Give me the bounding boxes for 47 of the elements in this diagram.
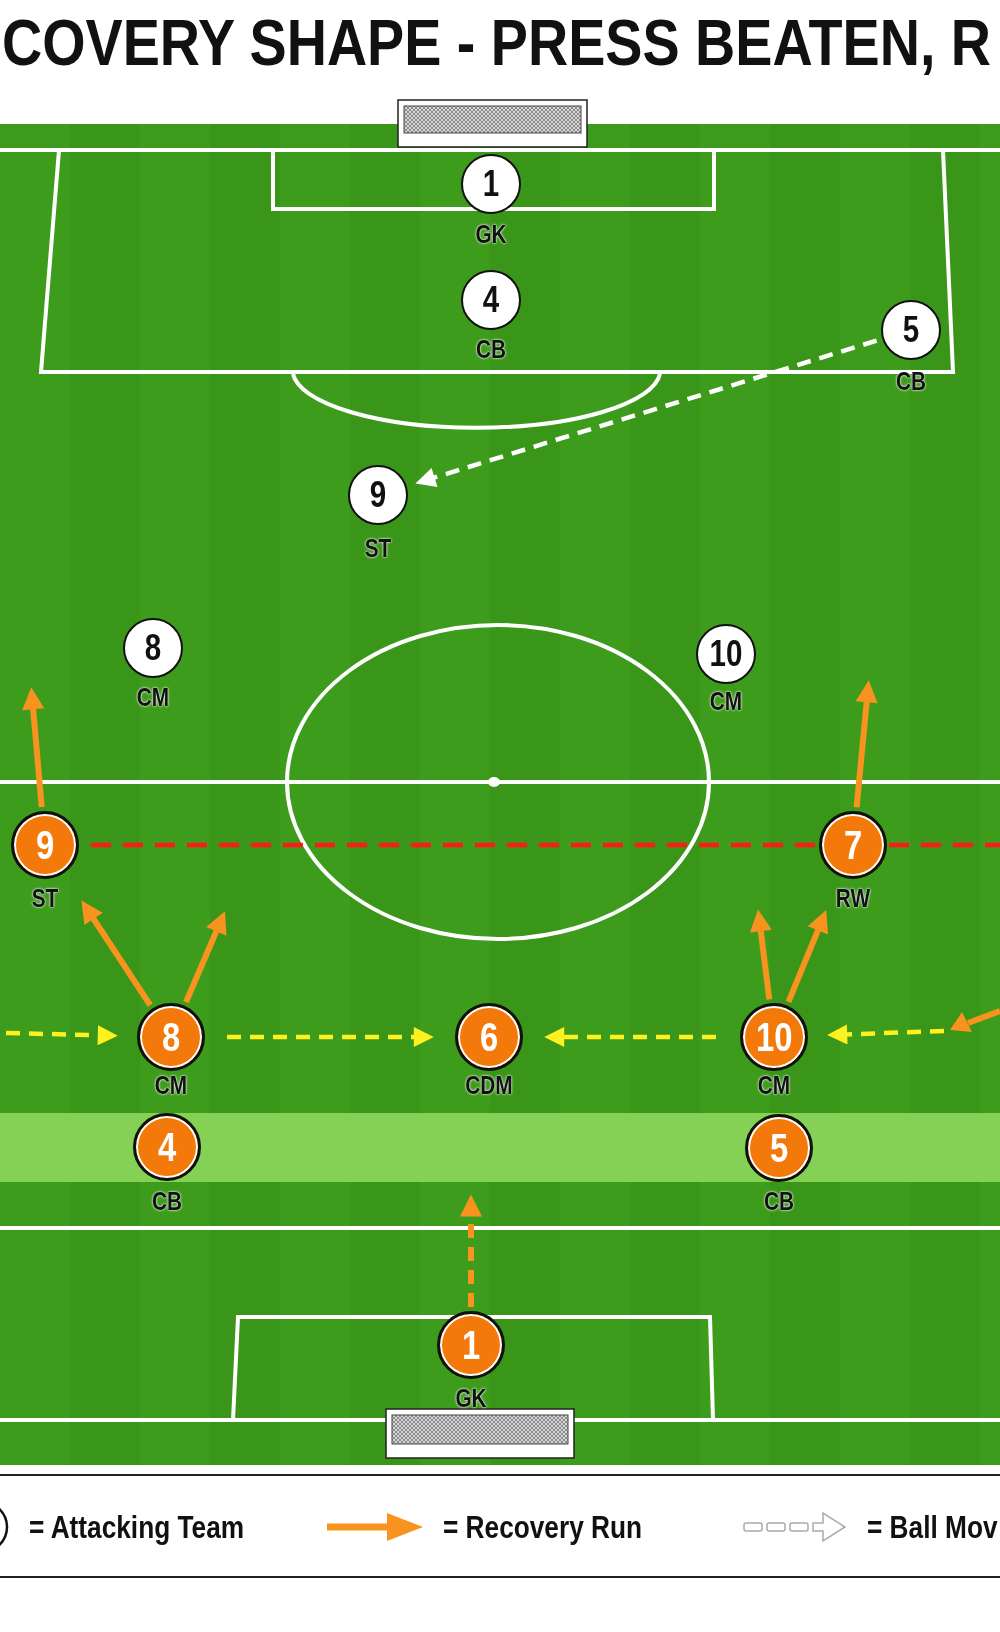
player-number: 5 xyxy=(769,1128,789,1168)
arrow xyxy=(749,909,773,1000)
dashed-line xyxy=(889,842,1000,848)
player-number: 9 xyxy=(369,477,387,513)
position-label: CM xyxy=(154,1072,188,1098)
player-number: 1 xyxy=(482,166,500,202)
player-number: 10 xyxy=(755,1017,793,1057)
arrow xyxy=(785,910,829,1004)
position-label: CM xyxy=(136,684,170,710)
arrow xyxy=(183,911,227,1004)
player-number: 8 xyxy=(161,1017,181,1057)
arrow xyxy=(853,680,878,808)
position-label: GK xyxy=(475,221,507,247)
legend-label: = Attacking Team xyxy=(29,1511,245,1543)
player-number: 4 xyxy=(482,282,500,318)
position-label: CDM xyxy=(465,1072,513,1098)
player-number: 9 xyxy=(35,825,55,865)
position-label: CM xyxy=(709,688,743,714)
position-label: RW xyxy=(835,885,871,911)
position-label: CB xyxy=(895,368,926,394)
position-label: ST xyxy=(364,535,392,561)
player-number: 7 xyxy=(843,825,863,865)
player-number: 4 xyxy=(157,1127,177,1167)
highlight-zone xyxy=(0,1113,1000,1182)
position-label: CB xyxy=(152,1188,183,1214)
position-label: ST xyxy=(31,885,59,911)
legend-label: = Ball Mov xyxy=(867,1511,998,1543)
position-label: CB xyxy=(763,1188,794,1214)
legend-label: = Recovery Run xyxy=(443,1511,643,1543)
arrow xyxy=(81,900,153,1007)
dashed-arrow xyxy=(827,1024,945,1045)
arrow xyxy=(22,687,45,808)
player-number: 10 xyxy=(709,636,743,672)
player-number: 8 xyxy=(144,630,162,666)
dashed-arrow xyxy=(544,1027,716,1047)
position-label: CB xyxy=(476,336,506,362)
diagram-title: COVERY SHAPE - PRESS BEATEN, R xyxy=(2,11,992,75)
position-label: CM xyxy=(757,1072,791,1098)
player-number: 1 xyxy=(461,1325,481,1365)
dashed-line xyxy=(91,842,817,848)
position-label: GK xyxy=(455,1385,487,1411)
dashed-arrow xyxy=(415,338,878,488)
dashed-arrow xyxy=(5,1025,118,1046)
player-number: 6 xyxy=(479,1017,499,1057)
player-number: 5 xyxy=(902,312,920,348)
dashed-arrow xyxy=(227,1027,434,1047)
dashed-arrow xyxy=(460,1194,482,1307)
